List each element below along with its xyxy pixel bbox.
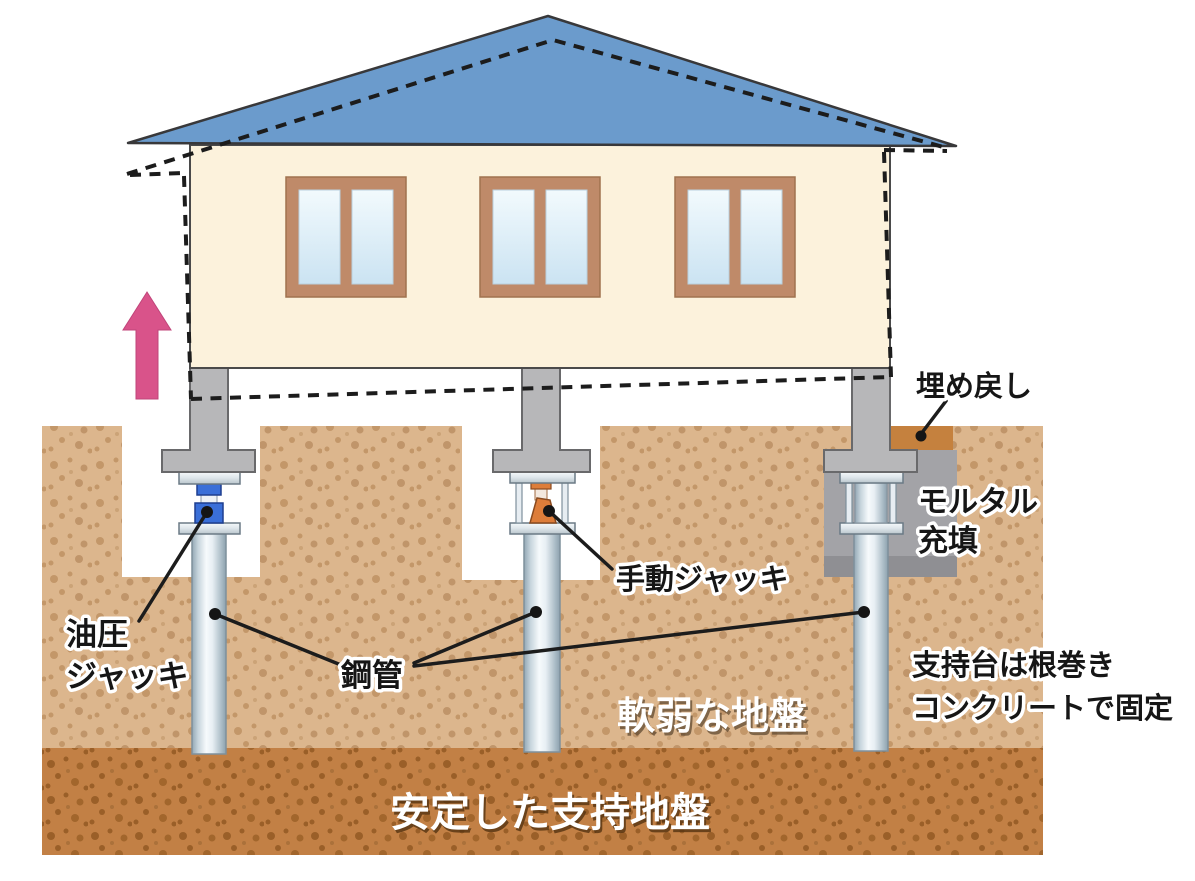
support-cylinder <box>854 482 888 524</box>
window-pane <box>351 189 394 285</box>
window <box>285 176 407 298</box>
jack-cage-post <box>561 482 569 524</box>
label-hydraulic-jack-line1: 油圧 <box>66 617 128 653</box>
jack-cage-post <box>845 482 853 524</box>
window <box>479 176 601 298</box>
label-mortar-fill-line2: 充填 <box>918 524 978 559</box>
label-hydraulic-jack-line2: ジャッキ <box>66 659 188 695</box>
label-backfill: 埋め戻し <box>916 369 1032 403</box>
window-pane <box>687 189 730 285</box>
label-support-note-line1: 支持台は根巻き <box>912 648 1115 682</box>
leader-dot <box>543 505 555 517</box>
label-steel-pipe: 鋼管 <box>341 658 403 694</box>
leader-backfill <box>919 399 948 436</box>
leader-steel-pipe-middle <box>412 610 538 665</box>
leader-dot <box>209 608 221 620</box>
flange-plate-middle-top <box>509 471 576 484</box>
jack-cage-post <box>515 482 523 524</box>
window-pane <box>298 189 341 285</box>
old-wall-left <box>182 175 193 400</box>
steel-pipe-right <box>853 532 889 752</box>
hydraulic-jack-top <box>196 483 222 496</box>
label-mortar-fill-line1: モルタル <box>918 485 1038 520</box>
leader-dot <box>858 606 870 618</box>
flange-plate-left-bottom <box>178 522 241 535</box>
leader-lines <box>137 399 948 668</box>
footing-right <box>823 367 918 473</box>
leader-dot <box>201 506 213 518</box>
labels: 埋め戻し モルタル 充填 手動ジャッキ 油圧 ジャッキ 鋼管 軟弱な地盤 安定し… <box>63 366 1177 837</box>
leader-manual-jack <box>547 509 614 571</box>
leader-steel-pipe-right <box>412 610 866 668</box>
leader-steel-pipe-left <box>213 612 343 667</box>
previous-position-outline <box>126 37 948 401</box>
label-stable-ground: 安定した支持地盤 <box>390 790 710 836</box>
label-soft-ground: 軟弱な地盤 <box>617 694 807 738</box>
steel-pipes <box>191 532 889 755</box>
jack-cage-post <box>889 482 897 524</box>
mortar-fill-bottom-band <box>824 556 957 577</box>
leader-dot <box>915 430 927 442</box>
old-eave-left <box>129 171 185 177</box>
window-pane <box>545 189 588 285</box>
house-roof <box>126 14 958 148</box>
window-pane <box>492 189 535 285</box>
flange-plate-right-top <box>839 471 904 484</box>
manual-jack-cap <box>530 482 552 490</box>
steel-pipe-middle <box>523 532 561 753</box>
flange-plate-right-bottom <box>839 522 904 535</box>
label-support-note-line2: コンクリートで固定 <box>912 691 1173 725</box>
flange-plate-left-top <box>178 471 241 485</box>
lift-up-arrow-icon <box>122 291 172 400</box>
house <box>126 14 958 369</box>
leader-hydraulic-jack <box>137 510 209 623</box>
old-eave-right <box>883 148 948 153</box>
leader-dot <box>530 606 542 618</box>
jack-assemblies <box>178 471 904 535</box>
footing-middle <box>492 367 591 473</box>
window-pane <box>740 189 783 285</box>
stable-ground-layer <box>42 748 1043 855</box>
window <box>674 176 796 298</box>
label-manual-jack: 手動ジャッキ <box>616 562 789 596</box>
steel-pipe-left <box>191 532 227 755</box>
footing-left <box>161 367 256 473</box>
